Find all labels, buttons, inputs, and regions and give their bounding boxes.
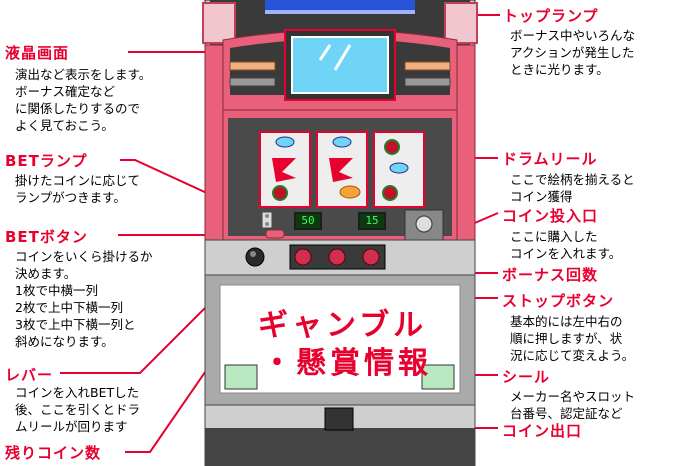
stop-button-right — [362, 248, 380, 266]
top-lamp-left — [202, 2, 236, 44]
desc-stop-button: 基本的には左中右の 順に押しますが、状 況に応じて変えよう。 — [510, 314, 635, 363]
label-stop-button: ストップボタン — [502, 292, 615, 310]
coin-slot-knob — [415, 215, 433, 233]
desc-lcd: 演出など表示をします。 ボーナス確定など に関係したりするので よく見ておこう。 — [15, 67, 152, 133]
lever — [245, 247, 265, 267]
label-coin-slot: コイン投入口 — [502, 207, 599, 225]
coin-outlet — [324, 407, 354, 431]
stop-button-center — [328, 248, 346, 266]
bet-lamp-dot — [265, 214, 269, 218]
label-top-lamp: トップランプ — [503, 7, 599, 25]
label-bonus-count: ボーナス回数 — [502, 266, 599, 284]
symbol-watermelon — [384, 139, 400, 155]
seal-right — [421, 364, 455, 390]
top-lamp-right — [444, 2, 478, 44]
bet-button — [265, 229, 285, 239]
light-left-1 — [229, 61, 276, 71]
lower-panel — [219, 284, 461, 394]
stop-button-left — [294, 248, 312, 266]
desc-drum-reel: ここで絵柄を揃えると コイン獲得 — [510, 172, 635, 204]
label-drum-reel: ドラムリール — [502, 150, 598, 168]
symbol-cherry-blue — [389, 162, 409, 174]
symbol-seven — [272, 158, 296, 182]
label-bet-lamp: BETランプ — [5, 152, 88, 170]
label-remaining-coins: 残りコイン数 — [5, 444, 102, 462]
panel-text-line1: ギャンブル — [258, 308, 428, 343]
side-pillar-right — [456, 44, 476, 266]
label-bet-button: BETボタン — [5, 228, 88, 246]
label-coin-outlet: コイン出口 — [502, 422, 583, 440]
bet-lamps — [261, 211, 273, 229]
symbol-cherry-blue — [275, 136, 295, 148]
seal-left — [224, 364, 258, 390]
light-left-2 — [229, 77, 276, 87]
symbol-seven — [329, 158, 353, 182]
desc-bet-lamp: 掛けたコインに応じて ランプがつきます。 — [15, 173, 141, 205]
top-lamp-bar-light — [265, 10, 415, 14]
bet-lamp-dot — [265, 222, 269, 226]
light-right-1 — [404, 61, 451, 71]
slot-machine — [202, 0, 478, 466]
desc-lever: コインを入れBETした 後、ここを引くとドラ ムリールが回ります — [15, 385, 141, 434]
desc-bet-button: コインをいくら掛けるか 決めます。 1枚で中横一列 2枚で上中下横一列 3枚で上… — [15, 249, 153, 349]
symbol-watermelon — [272, 185, 288, 201]
desc-coin-slot: ここに購入した コインを入れます。 — [510, 229, 622, 261]
symbol-grape — [339, 185, 361, 199]
desc-seal: メーカー名やスロット 台番号、認定証など — [510, 389, 636, 421]
side-pillar-left — [204, 44, 224, 266]
top-lamp-bar — [265, 0, 415, 10]
light-right-2 — [404, 77, 451, 87]
lever-highlight — [250, 251, 256, 257]
bonus-counter: 15 — [358, 212, 386, 230]
lcd-glare — [318, 44, 352, 71]
label-lever: レバー — [5, 366, 54, 384]
symbol-cherry-blue — [332, 136, 352, 148]
desc-top-lamp: ボーナス中やいろんな アクションが発生した ときに光ります。 — [510, 28, 636, 77]
remaining-coin-counter: 50 — [294, 212, 322, 230]
panel-text-line2: ・懸賞情報 — [262, 346, 432, 381]
symbol-watermelon — [382, 185, 398, 201]
lcd-screen — [291, 36, 389, 94]
label-lcd: 液晶画面 — [5, 44, 70, 62]
bottom-tray — [205, 428, 475, 466]
label-seal: シール — [502, 368, 551, 386]
